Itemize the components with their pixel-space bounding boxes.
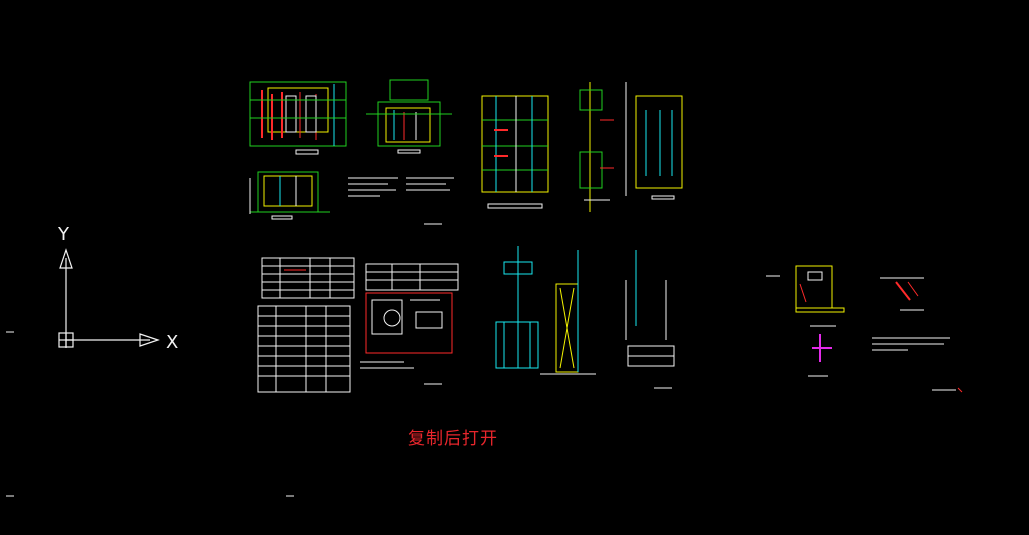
copy-instruction-text: 复制后打开 bbox=[408, 429, 498, 449]
ucs-x-label: X bbox=[166, 332, 178, 353]
edge-marks bbox=[6, 331, 294, 497]
ucs-y-label: Y bbox=[57, 224, 70, 245]
schedule-table-sheet[interactable] bbox=[257, 257, 459, 393]
detail-sheet[interactable] bbox=[766, 265, 963, 393]
gate-elevation-sheet[interactable] bbox=[481, 82, 683, 389]
ucs-icon: Y X bbox=[57, 224, 178, 353]
pump-section-sheet[interactable] bbox=[366, 79, 452, 154]
pump-plan-sheet[interactable] bbox=[249, 81, 454, 225]
